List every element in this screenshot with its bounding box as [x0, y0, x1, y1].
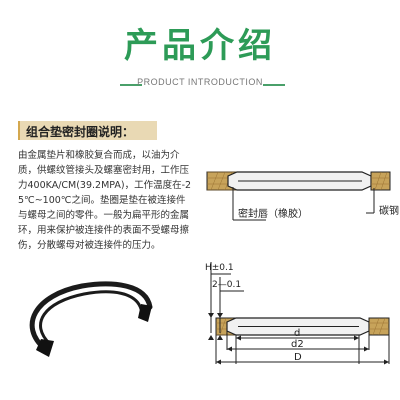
page-subtitle: PRODUCT INTRODUCTION [137, 77, 263, 87]
bottom-rubber [226, 317, 370, 336]
dim-D-arrow-left [216, 359, 221, 365]
dim-d2-arrow-right [364, 346, 369, 352]
dim-d2-arrow-left [227, 346, 232, 352]
tol-2-arrow-bottom [217, 335, 223, 340]
washer-metal-end-icon-2 [138, 304, 152, 322]
page-title: 产品介绍 [124, 26, 276, 66]
dim-d2-label: d2 [291, 339, 304, 350]
top-right-metal [370, 171, 391, 191]
washer-metal-end-icon [36, 339, 54, 357]
title-rule-right [263, 84, 285, 86]
dim-d-label: d [294, 328, 300, 339]
section-label-text: 组合垫密封圈说明： [26, 125, 135, 139]
title-rule-left [120, 84, 142, 86]
label-seal-lip: 密封唇（橡胶） [238, 207, 308, 220]
dim-d-arrow-right [354, 335, 359, 341]
tol-h-label: H±0.1 [205, 263, 234, 273]
tol-2-label: 2—0.1 [212, 280, 241, 290]
tol-2-arrow-top [217, 313, 223, 318]
label-carbon-steel: 碳钢 [379, 204, 399, 217]
tol-h-arrow-top [208, 313, 214, 318]
product-description: 由金属垫片和橡胶复合而成，以油为介质，供螺纹管接头及螺塞密封用，工作压力400K… [18, 150, 192, 251]
bottom-right-metal [368, 317, 390, 336]
top-rubber [227, 171, 372, 191]
dim-D-label: D [294, 352, 302, 363]
tol-h-arrow-bottom [208, 335, 214, 340]
section-label: 组合垫密封圈说明： [18, 121, 157, 140]
dim-d-arrow-left [236, 335, 241, 341]
washer-ring [29, 281, 153, 357]
dim-D-arrow-right [384, 359, 389, 365]
